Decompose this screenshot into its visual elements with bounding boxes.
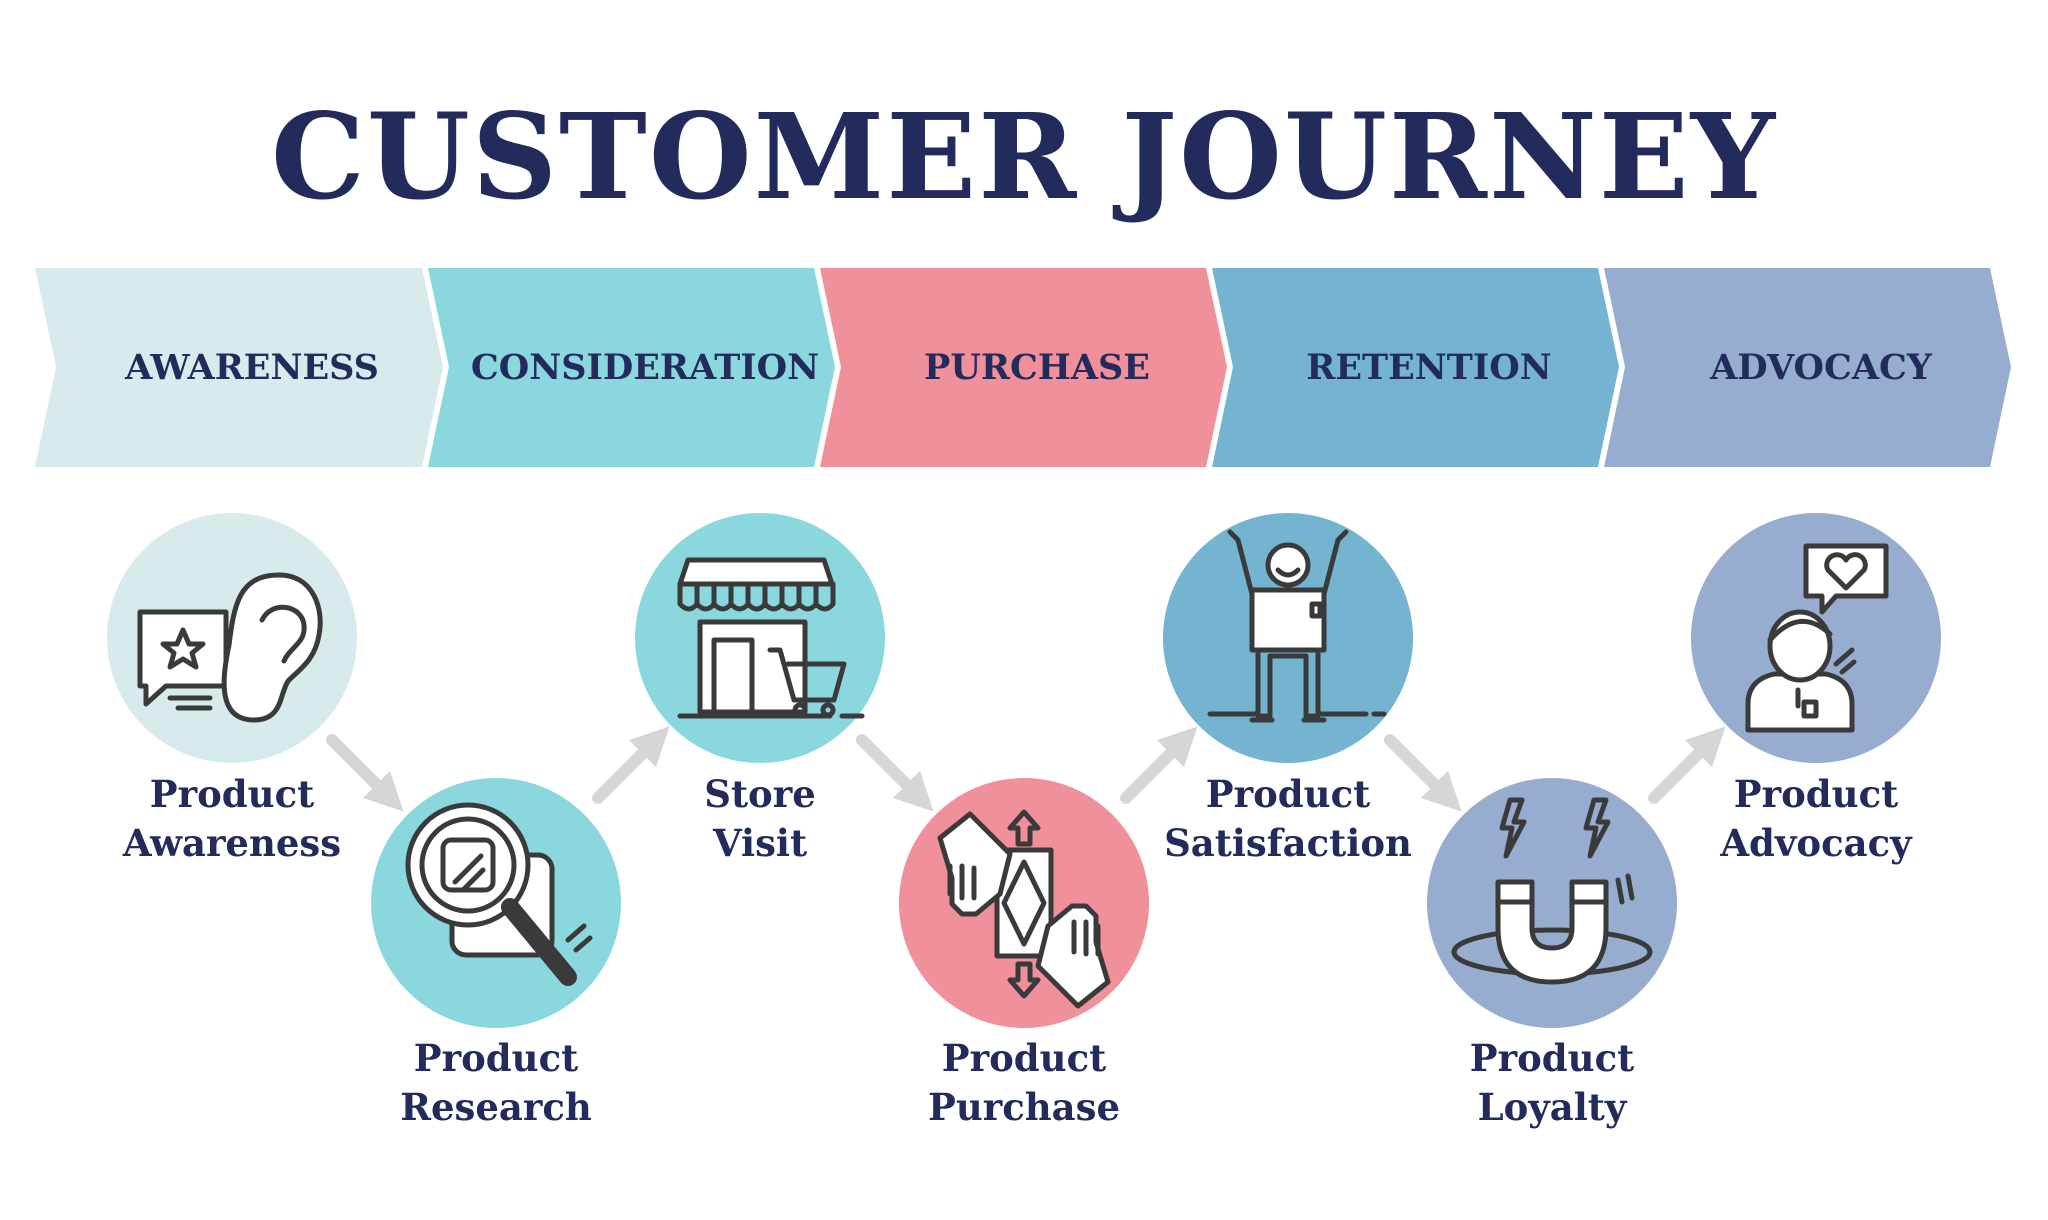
step-label-line: Awareness xyxy=(122,821,342,865)
step-label-product-satisfaction: Product Satisfaction xyxy=(1138,770,1438,868)
magnifying-glass-icon xyxy=(405,802,593,986)
step-label-line: Product xyxy=(413,1036,579,1080)
step-label-line: Loyalty xyxy=(1477,1085,1627,1129)
step-label-line: Product xyxy=(941,1036,1107,1080)
stage-advocacy: ADVOCACY xyxy=(1604,268,2011,467)
step-label-line: Research xyxy=(400,1085,592,1129)
step-label-line: Satisfaction xyxy=(1164,821,1412,865)
hands-exchanging-money-icon xyxy=(937,809,1111,1009)
person-with-heart-bubble-icon xyxy=(1745,543,1889,733)
page-title: CUSTOMER JOURNEY xyxy=(271,87,1777,226)
step-label-line: Product xyxy=(149,772,315,816)
stage-consideration-label: CONSIDERATION xyxy=(471,347,819,388)
connector-arrow xyxy=(326,734,404,812)
step-label-line: Product xyxy=(1733,772,1899,816)
step-product-loyalty-circle xyxy=(1427,778,1677,1028)
stage-awareness: AWARENESS xyxy=(35,268,443,467)
magnet-icon xyxy=(1451,797,1653,985)
storefront-with-cart-icon xyxy=(677,557,865,719)
stage-awareness-label: AWARENESS xyxy=(124,347,379,388)
step-label-line: Visit xyxy=(712,821,808,865)
stage-consideration-chevron xyxy=(428,268,835,467)
step-label-product-research: Product Research xyxy=(346,1034,646,1132)
connector-arrow xyxy=(1384,734,1462,812)
ear-and-star-review-icon xyxy=(137,572,323,723)
step-label-product-awareness: Product Awareness xyxy=(82,770,382,868)
step-label-line: Purchase xyxy=(928,1085,1120,1129)
connector-arrow xyxy=(856,734,934,812)
happy-person-arms-raised-icon xyxy=(1207,529,1387,723)
step-label-product-purchase: Product Purchase xyxy=(874,1034,1174,1132)
step-label-product-advocacy: Product Advocacy xyxy=(1666,770,1966,868)
stage-awareness-chevron xyxy=(35,268,443,467)
stage-purchase-chevron xyxy=(820,268,1227,467)
stage-retention: RETENTION xyxy=(1212,268,1619,467)
connector-arrow xyxy=(1648,726,1726,804)
step-label-store-visit: Store Visit xyxy=(610,770,910,868)
stage-advocacy-label: ADVOCACY xyxy=(1709,347,1933,388)
stage-purchase-label: PURCHASE xyxy=(924,347,1150,388)
stage-advocacy-chevron xyxy=(1604,268,2011,467)
connector-arrow xyxy=(592,726,670,804)
stage-retention-label: RETENTION xyxy=(1306,347,1551,388)
step-label-product-loyalty: Product Loyalty xyxy=(1402,1034,1702,1132)
step-label-line: Product xyxy=(1469,1036,1635,1080)
connector-arrow xyxy=(1120,726,1198,804)
step-label-line: Store xyxy=(704,772,816,816)
step-label-line: Product xyxy=(1205,772,1371,816)
stage-consideration: CONSIDERATION xyxy=(428,268,835,467)
step-label-line: Advocacy xyxy=(1720,821,1912,865)
stage-retention-chevron xyxy=(1212,268,1619,467)
stage-purchase: PURCHASE xyxy=(820,268,1227,467)
